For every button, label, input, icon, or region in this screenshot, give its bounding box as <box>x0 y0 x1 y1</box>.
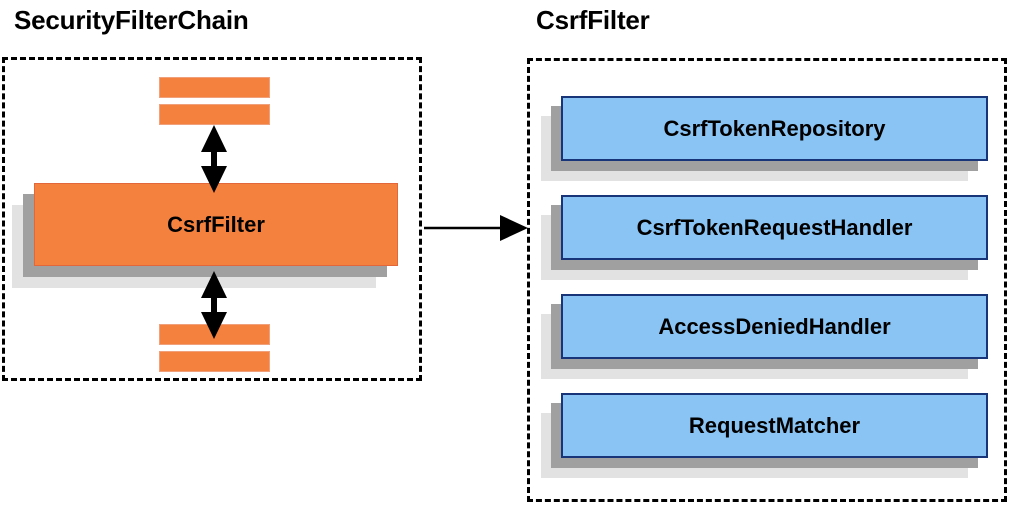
filter-bar-below-1 <box>159 324 270 345</box>
collaborator-label: CsrfTokenRepository <box>561 96 988 161</box>
page-title-csrf-filter: CsrfFilter <box>536 5 650 35</box>
filter-bar-above-1 <box>159 77 270 98</box>
csrf-filter-box-label: CsrfFilter <box>34 183 398 266</box>
csrf-filter-detail-panel <box>527 58 1007 502</box>
collaborator-label: AccessDeniedHandler <box>561 294 988 359</box>
page-title-security-filter-chain: SecurityFilterChain <box>14 5 249 35</box>
filter-bar-below-2 <box>159 351 270 372</box>
collaborator-box-csrf-token-request-handler: CsrfTokenRequestHandler <box>541 195 988 280</box>
security-filter-chain-panel <box>2 57 422 381</box>
expansion-arrow-icon <box>424 215 528 241</box>
collaborator-box-csrf-token-repository: CsrfTokenRepository <box>541 96 988 181</box>
collaborator-label: CsrfTokenRequestHandler <box>561 195 988 260</box>
collaborator-box-request-matcher: RequestMatcher <box>541 393 988 478</box>
csrf-filter-box: CsrfFilter <box>12 183 398 288</box>
filter-bar-above-2 <box>159 104 270 125</box>
collaborator-box-access-denied-handler: AccessDeniedHandler <box>541 294 988 379</box>
collaborator-label: RequestMatcher <box>561 393 988 458</box>
